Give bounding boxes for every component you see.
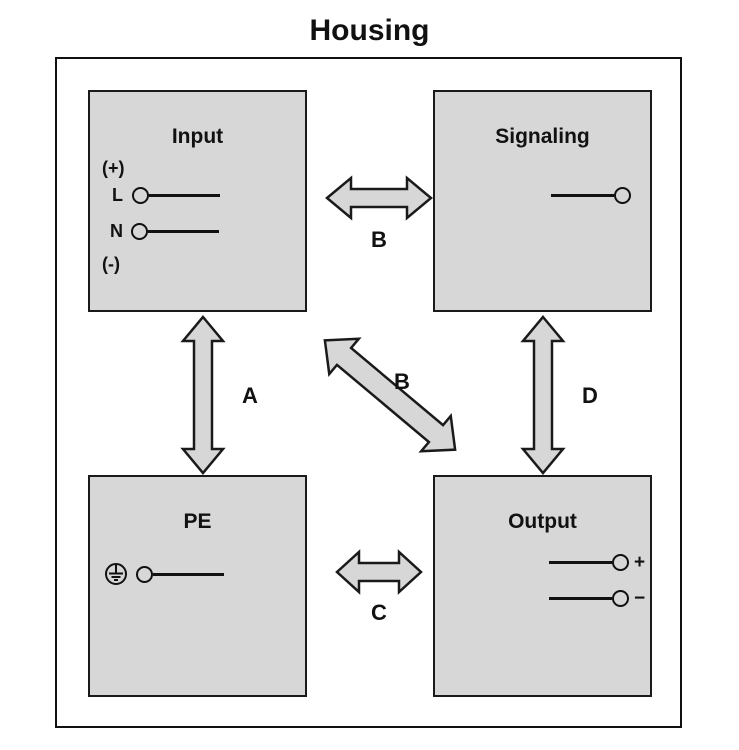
terminal-circle-icon [614, 186, 631, 204]
terminal-circle-icon [132, 186, 149, 204]
block-output[interactable]: Output + − [433, 475, 652, 697]
block-input-label: Input [171, 125, 224, 148]
double-arrow-shape [335, 549, 423, 595]
double-arrow-shape [323, 337, 457, 453]
terminal-circle-icon [612, 553, 629, 571]
terminal-wire [549, 560, 612, 564]
block-pe-label: PE [183, 510, 212, 533]
terminal-circle-icon [136, 565, 153, 583]
output-terminal-negative[interactable]: − [549, 587, 645, 609]
output-terminal-positive[interactable]: + [549, 551, 645, 573]
input-polarity-negative: (-) [102, 254, 120, 274]
page-title: Housing [309, 14, 430, 47]
arrow-input-pe[interactable] [176, 315, 230, 475]
terminal-circle-icon [612, 589, 629, 607]
signaling-terminal[interactable] [551, 184, 631, 206]
arrow-input-signaling[interactable] [325, 171, 433, 225]
terminal-wire [551, 193, 614, 197]
double-arrow-shape [520, 315, 566, 475]
arrow-input-output[interactable] [295, 315, 485, 475]
input-polarity-positive: (+) [102, 158, 125, 178]
block-output-label: Output [508, 510, 577, 533]
arrow-signaling-output[interactable] [516, 315, 570, 475]
input-terminal-l-label: L [112, 185, 123, 205]
pe-terminal[interactable] [104, 563, 224, 585]
terminal-wire [149, 193, 220, 197]
housing-frame: Input (+) L N (-) Signaling [55, 57, 682, 728]
terminal-wire [148, 229, 219, 233]
block-pe[interactable]: PE [88, 475, 307, 697]
arrow-label-b-top: B [371, 227, 387, 252]
arrow-label-c: C [371, 600, 387, 625]
double-arrow-shape [325, 175, 433, 221]
input-terminal-n-label: N [110, 221, 123, 241]
protective-earth-icon [104, 562, 128, 586]
block-signaling-label: Signaling [495, 125, 590, 148]
terminal-wire [153, 572, 224, 576]
output-terminal-negative-label: − [634, 587, 646, 609]
double-arrow-shape [180, 315, 226, 475]
input-terminal-l[interactable]: L [112, 184, 220, 206]
arrow-label-d: D [582, 383, 598, 408]
terminal-wire [549, 596, 612, 600]
arrow-pe-output[interactable] [335, 546, 423, 598]
input-terminal-n[interactable]: N [110, 220, 219, 242]
terminal-circle-icon [131, 222, 148, 240]
arrow-label-b-diagonal: B [394, 369, 410, 394]
block-signaling[interactable]: Signaling [433, 90, 652, 312]
arrow-label-a: A [242, 383, 258, 408]
output-terminal-positive-label: + [634, 551, 646, 573]
block-input[interactable]: Input (+) L N (-) [88, 90, 307, 312]
